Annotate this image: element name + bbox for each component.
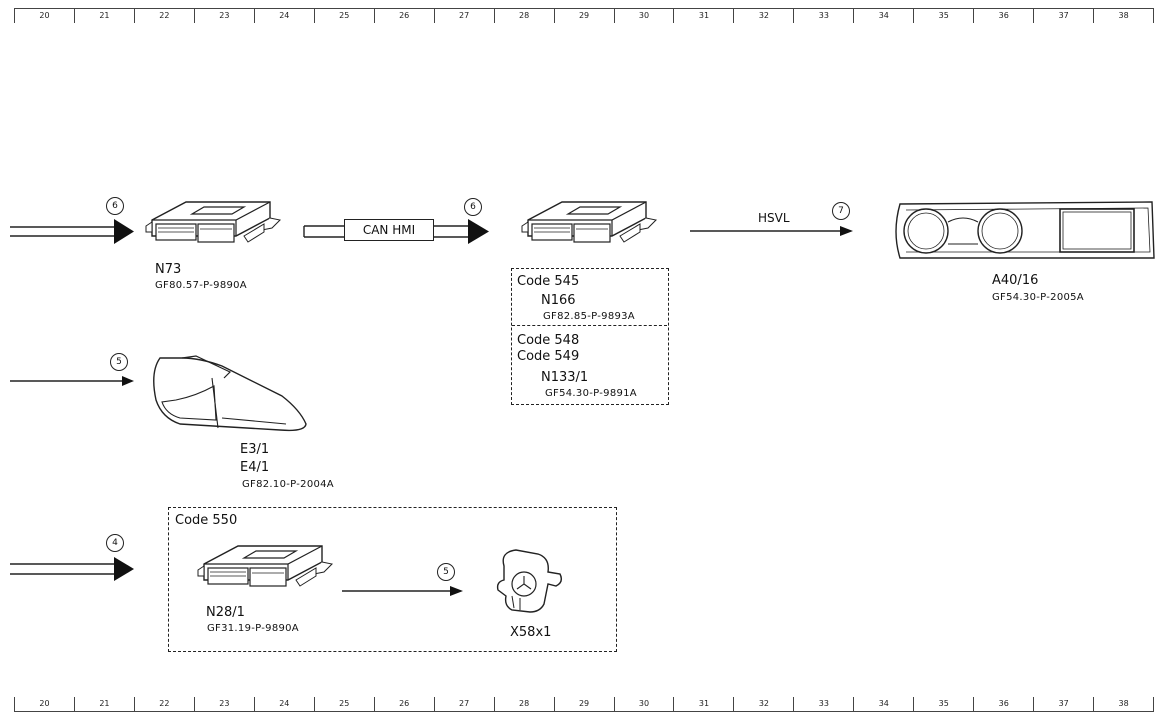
x58-name: X58x1 (510, 625, 552, 640)
n73-control-unit-icon (145, 201, 281, 243)
hsvl-arrow (690, 226, 853, 236)
n133-name: N133/1 (541, 370, 589, 385)
ruler-tick: 20 (14, 697, 74, 711)
code-550-box (168, 507, 617, 652)
lamp-ref: GF82.10-P-2004A (242, 479, 334, 490)
n166-name: N166 (541, 293, 576, 308)
ruler-tick: 37 (1033, 697, 1093, 711)
code-box-divider (512, 325, 667, 326)
ref-badge: 6 (464, 198, 482, 216)
ruler-tick: 21 (73, 9, 134, 23)
ruler-tick: 26 (373, 697, 434, 711)
instrument-cluster-icon (895, 201, 1155, 259)
e4-name: E4/1 (240, 460, 270, 475)
ruler-tick: 30 (613, 697, 674, 711)
n133-ref: GF54.30-P-9891A (545, 388, 637, 399)
ruler-tick: 22 (133, 9, 194, 23)
can-hmi-label: CAN HMI (344, 219, 434, 241)
n28-ref: GF31.19-P-9890A (207, 623, 299, 634)
ruler-tick: 38 (1093, 697, 1155, 711)
ruler-tick: 25 (313, 9, 374, 23)
n73-ref: GF80.57-P-9890A (155, 280, 247, 291)
code-545-548-box (511, 268, 669, 405)
ref-badge: 7 (832, 202, 850, 220)
ruler-tick: 32 (733, 697, 793, 711)
ruler-tick: 24 (253, 9, 314, 23)
ruler-tick: 29 (553, 9, 614, 23)
top-grid-ruler: 20 21 22 23 24 25 26 27 28 29 30 31 32 3… (14, 8, 1155, 23)
ruler-tick: 31 (673, 9, 733, 23)
connector-socket-icon (496, 549, 563, 613)
ruler-tick: 24 (253, 697, 314, 711)
ref-badge: 6 (106, 197, 124, 215)
ruler-tick: 33 (793, 697, 853, 711)
ruler-tick: 31 (673, 697, 733, 711)
ruler-tick: 35 (913, 697, 973, 711)
ruler-tick: 37 (1033, 9, 1093, 23)
ruler-tick: 36 (973, 9, 1033, 23)
n166-ref: GF82.85-P-9893A (543, 311, 635, 322)
code-545-label: Code 545 (517, 274, 580, 289)
e3-name: E3/1 (240, 442, 270, 457)
ruler-tick: 23 (193, 9, 254, 23)
arrow-to-lamp (10, 376, 134, 386)
ruler-tick: 32 (733, 9, 793, 23)
ruler-tick: 25 (313, 697, 374, 711)
double-arrow-code550 (10, 557, 134, 581)
ruler-tick: 29 (553, 697, 614, 711)
ruler-tick: 38 (1093, 9, 1155, 23)
n28-name: N28/1 (206, 605, 245, 620)
ruler-tick: 28 (493, 697, 554, 711)
ruler-tick: 27 (433, 9, 494, 23)
ref-badge: 4 (106, 534, 124, 552)
tail-lamp-icon (153, 355, 307, 432)
double-arrow-n73 (10, 219, 134, 244)
ruler-tick: 35 (913, 9, 973, 23)
bottom-grid-ruler: 20 21 22 23 24 25 26 27 28 29 30 31 32 3… (14, 697, 1155, 712)
ref-badge: 5 (437, 563, 455, 581)
ruler-tick: 26 (373, 9, 434, 23)
n166-control-unit-icon (521, 201, 657, 243)
ruler-tick: 20 (14, 9, 74, 23)
ruler-tick: 33 (793, 9, 853, 23)
ruler-tick: 22 (133, 697, 194, 711)
ruler-tick: 21 (73, 697, 134, 711)
ruler-tick: 23 (193, 697, 254, 711)
code-549-label: Code 549 (517, 349, 580, 364)
arrow-to-x58 (342, 586, 463, 596)
a40-name: A40/16 (992, 273, 1039, 288)
hsvl-label: HSVL (758, 211, 790, 225)
ruler-tick: 34 (853, 697, 913, 711)
ruler-tick: 34 (853, 9, 913, 23)
code-548-label: Code 548 (517, 333, 580, 348)
ruler-tick: 27 (433, 697, 494, 711)
code-550-label: Code 550 (175, 513, 238, 528)
n73-name: N73 (155, 262, 182, 277)
ruler-tick: 36 (973, 697, 1033, 711)
ruler-tick: 30 (613, 9, 674, 23)
ref-badge: 5 (110, 353, 128, 371)
ruler-tick: 28 (493, 9, 554, 23)
a40-ref: GF54.30-P-2005A (992, 292, 1084, 303)
